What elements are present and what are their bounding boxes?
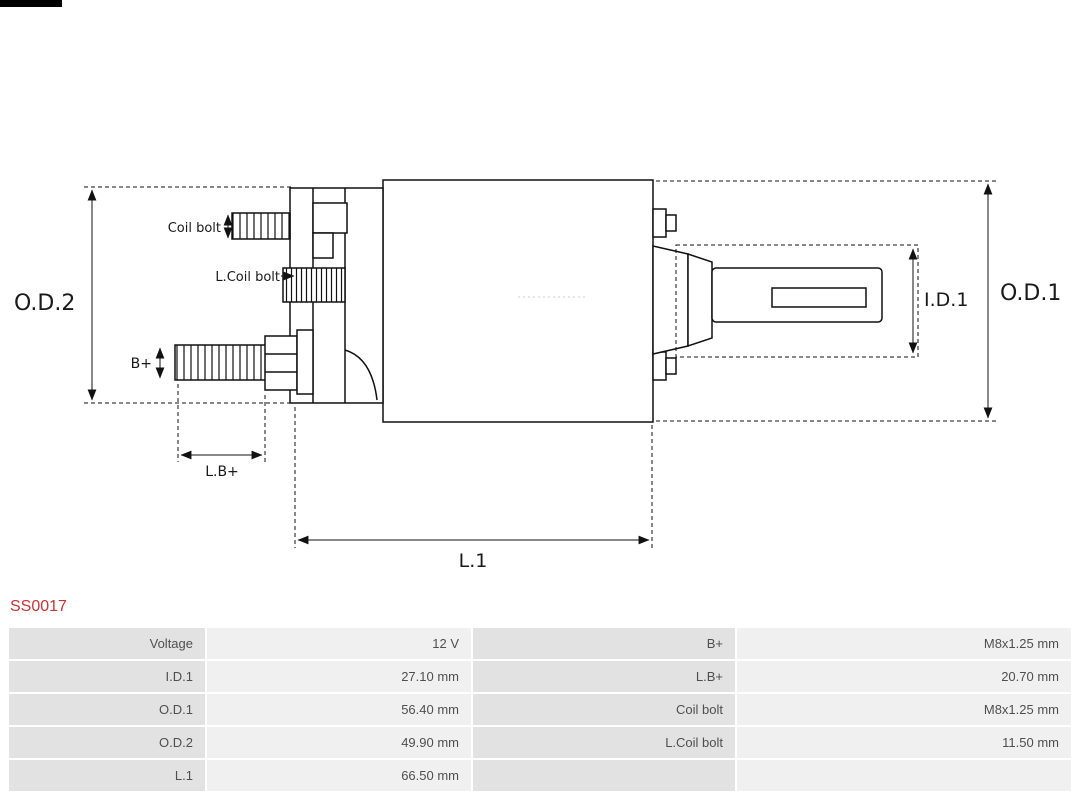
- spec-value: 20.70 mm: [737, 661, 1071, 692]
- flange-bottom-curve: [344, 349, 378, 401]
- l-coil-bolt-label: L.Coil bolt: [215, 270, 280, 285]
- spec-value: 11.50 mm: [737, 727, 1071, 758]
- spec-label: I.D.1: [9, 661, 205, 692]
- solenoid-diagram: O.D.2 O.D.1 I.D.1 L.1 L.B+ B+ Coil bolt: [14, 179, 1061, 572]
- spec-value: [737, 760, 1071, 791]
- id1-label: I.D.1: [924, 289, 968, 311]
- coil-bolt-label: Coil bolt: [168, 221, 221, 236]
- spec-label: B+: [473, 628, 735, 659]
- spec-label: [473, 760, 735, 791]
- spec-label: Coil bolt: [473, 694, 735, 725]
- spec-value: 27.10 mm: [207, 661, 471, 692]
- l1-label: L.1: [459, 550, 488, 572]
- coil-bolt-thread-block: [282, 267, 346, 303]
- spec-value: 56.40 mm: [207, 694, 471, 725]
- spec-label: L.Coil bolt: [473, 727, 735, 758]
- mounting-tabs: [652, 208, 677, 381]
- diagram-area: O.D.2 O.D.1 I.D.1 L.1 L.B+ B+ Coil bolt: [14, 179, 1061, 572]
- spec-value: 12 V: [207, 628, 471, 659]
- spec-value: M8x1.25 mm: [737, 628, 1071, 659]
- od2-label: O.D.2: [14, 291, 75, 316]
- dim-coil-bolt: Coil bolt: [168, 214, 233, 239]
- dim-od2: O.D.2: [14, 186, 300, 404]
- dim-l-coil-bolt: L.Coil bolt: [215, 270, 295, 285]
- spec-label: Voltage: [9, 628, 205, 659]
- dim-id1: I.D.1: [675, 244, 968, 358]
- part-id: SS0017: [10, 598, 67, 615]
- spec-label: L.1: [9, 760, 205, 791]
- dim-l1: L.1: [294, 407, 653, 572]
- shaft-slot: [771, 287, 867, 308]
- coil-bolt-stud: [231, 212, 291, 240]
- dim-lb: L.B+: [177, 384, 266, 480]
- od1-label: O.D.1: [1000, 281, 1061, 306]
- solenoid-cylinder: [382, 179, 654, 423]
- spec-label: O.D.2: [9, 727, 205, 758]
- spec-value: M8x1.25 mm: [737, 694, 1071, 725]
- solenoid-body: [174, 179, 883, 423]
- spec-label: L.B+: [473, 661, 735, 692]
- dim-od1: O.D.1: [656, 180, 1061, 422]
- b-label: B+: [131, 356, 152, 372]
- dim-b: B+: [131, 347, 165, 379]
- spec-label: O.D.1: [9, 694, 205, 725]
- coil-bolt-bracket: [312, 202, 348, 234]
- logo-bar: [0, 0, 62, 7]
- spec-value: 49.90 mm: [207, 727, 471, 758]
- lb-label: L.B+: [205, 464, 239, 480]
- spec-table: Voltage 12 V B+ M8x1.25 mm I.D.1 27.10 m…: [9, 628, 1071, 791]
- spec-value: 66.50 mm: [207, 760, 471, 791]
- bplus-terminal: [174, 329, 314, 395]
- plunger-shaft: [652, 245, 883, 355]
